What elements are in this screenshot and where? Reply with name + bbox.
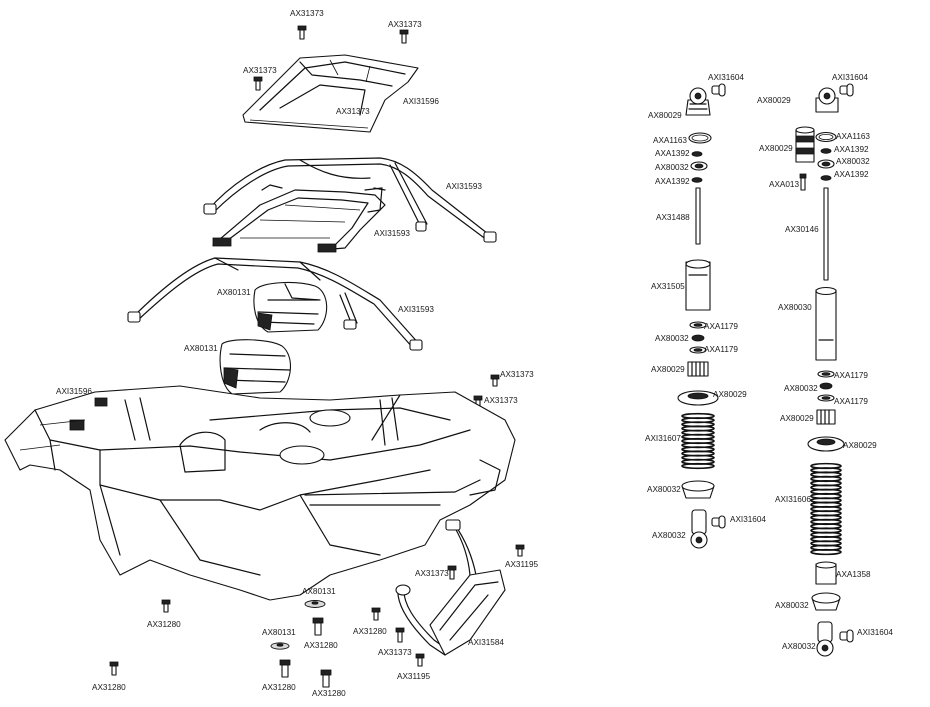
label-ax80032: AX80032	[784, 384, 818, 393]
label-ax80032: AX80032	[782, 642, 816, 651]
washer-icon	[270, 642, 290, 650]
label-ax30146: AX30146	[785, 225, 819, 234]
label-ax80029: AX80029	[713, 390, 747, 399]
driver-helmet-part	[253, 282, 328, 333]
label-ax31373: AX31373	[484, 396, 518, 405]
label-ax80029: AX80029	[651, 365, 685, 374]
label-ax80131: AX80131	[217, 288, 251, 297]
label-axi31593: AXI31593	[374, 229, 410, 238]
label-ax80032: AX80032	[836, 157, 870, 166]
label-axi31607: AXI31607	[645, 434, 681, 443]
label-ax31280: AX31280	[304, 641, 338, 650]
label-ax31373: AX31373	[500, 370, 534, 379]
upper-roll-cage-part	[203, 157, 497, 243]
label-axa1179: AXA1179	[704, 345, 738, 354]
codriver-helmet-part	[219, 339, 291, 395]
label-ax80029: AX80029	[759, 144, 793, 153]
label-ax80030: AX80030	[778, 303, 812, 312]
front-shock-assembly	[677, 83, 726, 549]
spring-coil	[810, 548, 842, 556]
label-axi31593: AXI31593	[446, 182, 482, 191]
body-shell-part	[4, 385, 516, 601]
label-ax80029: AX80029	[843, 441, 877, 450]
label-axi31593: AXI31593	[398, 305, 434, 314]
label-axa1163: AXA1163	[653, 136, 687, 145]
label-ax80032: AX80032	[775, 601, 809, 610]
label-ax31195: AX31195	[505, 560, 539, 569]
label-axi31604: AXI31604	[857, 628, 893, 637]
label-ax31373: AX31373	[336, 107, 370, 116]
label-axa1358: AXA1358	[836, 570, 871, 579]
label-ax31195: AX31195	[397, 672, 431, 681]
label-axi31606: AXI31606	[775, 495, 811, 504]
label-ax80131: AX80131	[302, 587, 336, 596]
label-axa1392: AXA1392	[655, 149, 690, 158]
screw-icon	[490, 374, 500, 387]
roof-panel-part	[242, 54, 419, 133]
screw-icon	[415, 653, 425, 667]
screw-icon	[320, 669, 332, 688]
screw-icon	[395, 627, 405, 643]
screw-icon	[161, 599, 171, 613]
washer-icon	[304, 600, 326, 608]
label-ax80131: AX80131	[262, 628, 296, 637]
label-ax31373: AX31373	[415, 569, 449, 578]
label-axa1392: AXA1392	[834, 145, 869, 154]
label-axi31596: AXI31596	[403, 97, 439, 106]
label-axi31596: AXI31596	[56, 387, 92, 396]
label-ax31373: AX31373	[290, 9, 324, 18]
label-axa1163: AXA1163	[836, 132, 870, 141]
label-ax80032: AX80032	[655, 163, 689, 172]
label-axa1392: AXA1392	[655, 177, 690, 186]
label-ax31373: AX31373	[243, 66, 277, 75]
label-ax80029: AX80029	[648, 111, 682, 120]
label-ax80131: AX80131	[184, 344, 218, 353]
spring-coil	[681, 462, 715, 470]
label-ax31280: AX31280	[147, 620, 181, 629]
label-ax31280: AX31280	[92, 683, 126, 692]
label-axa013: AXA013	[769, 180, 799, 189]
label-axa1179: AXA1179	[834, 371, 868, 380]
screw-icon	[399, 29, 409, 44]
label-ax31373: AX31373	[388, 20, 422, 29]
label-axa1179: AXA1179	[834, 397, 868, 406]
screw-icon	[515, 544, 525, 557]
label-ax80032: AX80032	[652, 531, 686, 540]
label-ax31280: AX31280	[353, 627, 387, 636]
label-axi31604: AXI31604	[730, 515, 766, 524]
lower-roll-cage-part	[127, 257, 423, 351]
screw-icon	[297, 25, 307, 40]
label-ax31488: AX31488	[656, 213, 690, 222]
label-ax80029: AX80029	[757, 96, 791, 105]
label-axi31604: AXI31604	[832, 73, 868, 82]
label-axa1179: AXA1179	[704, 322, 738, 331]
part-labels: AX31373 AX31373 AX31373 AX31373 AXI31596…	[56, 9, 893, 698]
rear-shock-assembly	[795, 83, 854, 657]
screw-icon	[253, 76, 263, 91]
seat-frame-part	[212, 184, 386, 253]
label-ax31505: AX31505	[651, 282, 685, 291]
label-axi31604: AXI31604	[708, 73, 744, 82]
screw-icon	[279, 659, 291, 678]
screw-icon	[109, 661, 119, 676]
label-ax31280: AX31280	[312, 689, 346, 698]
label-ax31373: AX31373	[378, 648, 412, 657]
label-axi31584: AXI31584	[468, 638, 504, 647]
screw-icon	[371, 607, 381, 621]
label-ax80032: AX80032	[655, 334, 689, 343]
screw-icon	[312, 617, 324, 636]
label-ax80029: AX80029	[780, 414, 814, 423]
label-axa1392: AXA1392	[834, 170, 869, 179]
label-ax80032: AX80032	[647, 485, 681, 494]
exhaust-part	[395, 519, 506, 656]
screw-icon	[447, 565, 457, 580]
label-ax31280: AX31280	[262, 683, 296, 692]
